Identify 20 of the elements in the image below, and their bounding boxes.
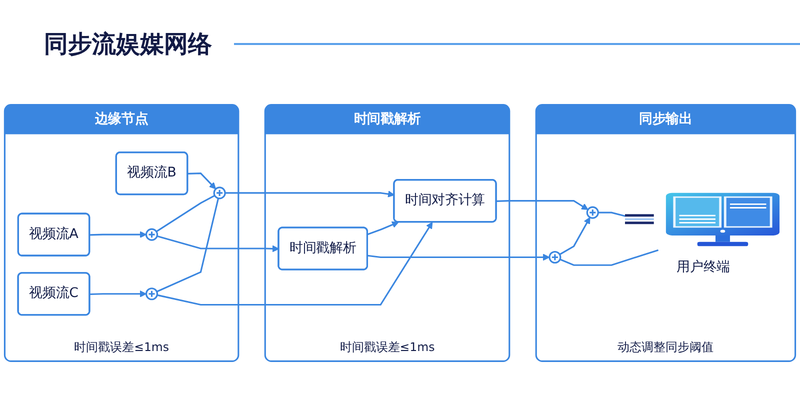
arrow	[90, 290, 147, 298]
node-circle	[145, 228, 158, 241]
arrow	[559, 217, 590, 256]
arrow	[496, 200, 588, 210]
connector	[560, 249, 659, 266]
arrow	[156, 235, 280, 252]
connector	[156, 198, 220, 292]
node-circle	[548, 250, 562, 264]
connector	[156, 194, 216, 232]
diagram-title: 同步流娱媒网络	[44, 29, 212, 60]
node-circle	[213, 186, 226, 200]
arrow	[225, 190, 395, 198]
arrow	[367, 221, 399, 236]
arrow	[188, 172, 216, 190]
arrow	[90, 231, 147, 238]
connector	[598, 212, 626, 217]
arrow	[156, 222, 433, 306]
node-circle	[586, 206, 599, 219]
arrow	[368, 254, 550, 261]
node-circle	[145, 288, 158, 300]
